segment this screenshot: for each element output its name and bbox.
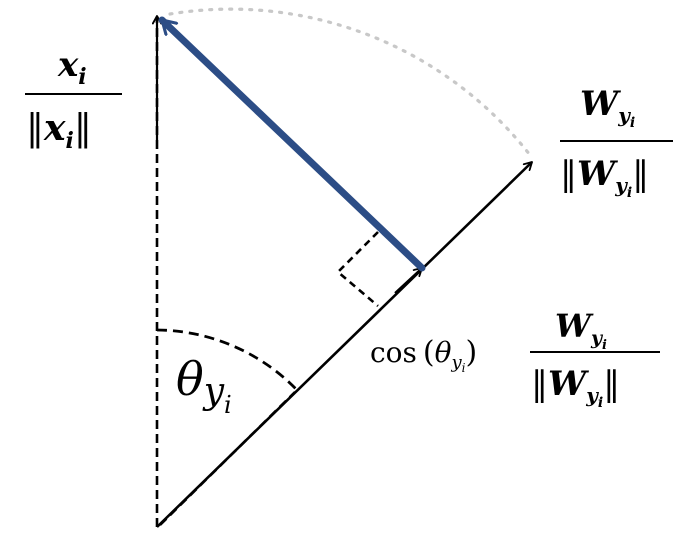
w-normalized-label: Wyi ‖Wyi‖ [560,84,673,201]
svg-text:cos(θyi): cos(θyi) [370,335,477,375]
svg-text:Wyi: Wyi [555,307,607,353]
x-normalized-label: xi ‖xi‖ [25,45,122,154]
svg-text:‖xi‖: ‖xi‖ [26,107,92,154]
w-vector-dashed-segment [159,391,296,526]
unit-circle-arc [168,7,532,157]
svg-text:xi: xi [57,45,87,90]
projection-arrow [394,268,422,294]
right-angle-marker [336,231,379,307]
svg-text:‖Wyi‖: ‖Wyi‖ [560,154,649,201]
angle-arc [156,328,297,390]
projection-label: cos(θyi) Wyi ‖Wyi‖ [370,307,660,411]
svg-text:‖Wyi‖: ‖Wyi‖ [531,364,620,411]
svg-text:θyi: θyi [176,352,232,419]
w-vector-arrow [156,161,532,528]
svg-text:Wyi: Wyi [580,84,635,131]
angle-label: θyi [176,352,232,419]
residual-vector-arrow [158,16,426,272]
